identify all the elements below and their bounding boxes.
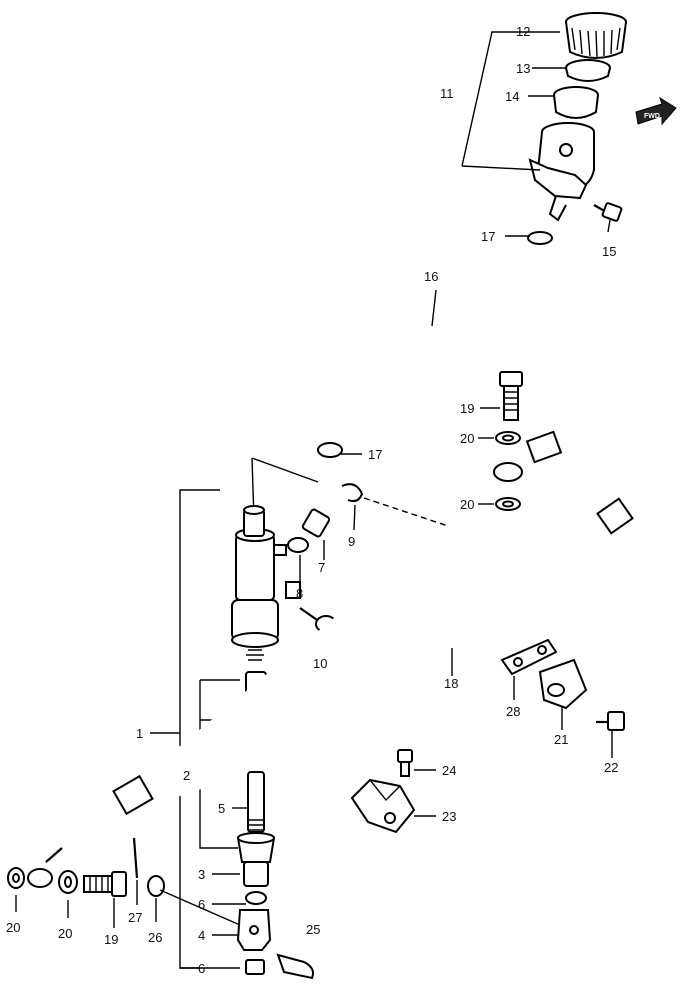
pin-27: [132, 837, 139, 879]
pushrod-5: [247, 771, 265, 833]
union-bolt-19-lower: [83, 871, 127, 897]
callout-16: 16: [424, 269, 438, 284]
callout-6-upper: 6: [198, 897, 205, 912]
callout-20-d: 20: [58, 926, 72, 941]
union-bolt-19-upper: [499, 371, 523, 421]
clip-9: [341, 483, 364, 503]
callout-23: 23: [442, 809, 456, 824]
reservoir-plate: [565, 59, 611, 82]
clevis-4: [236, 909, 272, 951]
callout-7: 7: [318, 560, 325, 575]
bolt-22: [596, 711, 625, 731]
clip-17-lower: [317, 442, 343, 458]
nut-6-lower: [245, 959, 265, 975]
bolt-24: [397, 749, 413, 777]
callout-17-lower: 17: [368, 447, 382, 462]
banjo-end-upper: [493, 462, 523, 482]
callout-20-c: 20: [6, 920, 20, 935]
bracket-23: [350, 778, 416, 834]
washer-20-d: [58, 870, 78, 894]
callout-27: 27: [128, 910, 142, 925]
bolt-15: [593, 202, 623, 222]
pin-25: [276, 953, 314, 980]
oring-8: [287, 537, 309, 553]
callout-12: 12: [516, 24, 530, 39]
callout-22: 22: [604, 760, 618, 775]
bracket-21: [538, 658, 588, 710]
callout-11: 11: [440, 86, 454, 101]
callout-2: 2: [183, 768, 190, 783]
washer-26: [147, 875, 165, 897]
callout-15: 15: [602, 244, 616, 259]
callout-19-upper: 19: [460, 401, 474, 416]
callout-20-a: 20: [460, 431, 474, 446]
piston-spring: [246, 649, 264, 661]
clip-17-upper: [527, 231, 553, 245]
callout-19-lower: 19: [104, 932, 118, 947]
brake-hose-18: [50, 413, 651, 858]
washer-20-c: [7, 867, 25, 889]
reservoir-hose: [321, 235, 549, 440]
master-cylinder-body: [231, 505, 301, 648]
callout-26: 26: [148, 930, 162, 945]
callout-28: 28: [506, 704, 520, 719]
bracket-11: [461, 31, 510, 167]
callout-4: 4: [198, 928, 205, 943]
banjo-end-lower: [27, 847, 63, 888]
callout-9: 9: [348, 534, 355, 549]
callout-18: 18: [444, 676, 458, 691]
washer-20-a: [495, 431, 521, 445]
callout-14: 14: [505, 89, 519, 104]
callout-24: 24: [442, 763, 456, 778]
callout-13: 13: [516, 61, 530, 76]
callout-21: 21: [554, 732, 568, 747]
fwd-label: FWD: [644, 113, 660, 120]
reservoir-cap: [565, 12, 627, 59]
reservoir-diaphragm: [553, 86, 599, 119]
plate-28: [500, 638, 558, 676]
washer-20-b: [495, 497, 521, 511]
callout-6-lower: 6: [198, 961, 205, 976]
callout-8: 8: [296, 586, 303, 601]
callout-20-b: 20: [460, 497, 474, 512]
callout-10: 10: [313, 656, 327, 671]
nut-6-upper: [245, 891, 267, 905]
fwd-arrow-icon: FWD: [635, 96, 677, 126]
callout-5: 5: [218, 801, 225, 816]
reservoir-tank: [528, 122, 595, 222]
boot-3: [236, 832, 276, 887]
callout-1: 1: [136, 726, 143, 741]
elbow-joint-7: [301, 462, 336, 538]
callout-3: 3: [198, 867, 205, 882]
callout-17-upper: 17: [481, 229, 495, 244]
callout-25: 25: [306, 922, 320, 937]
